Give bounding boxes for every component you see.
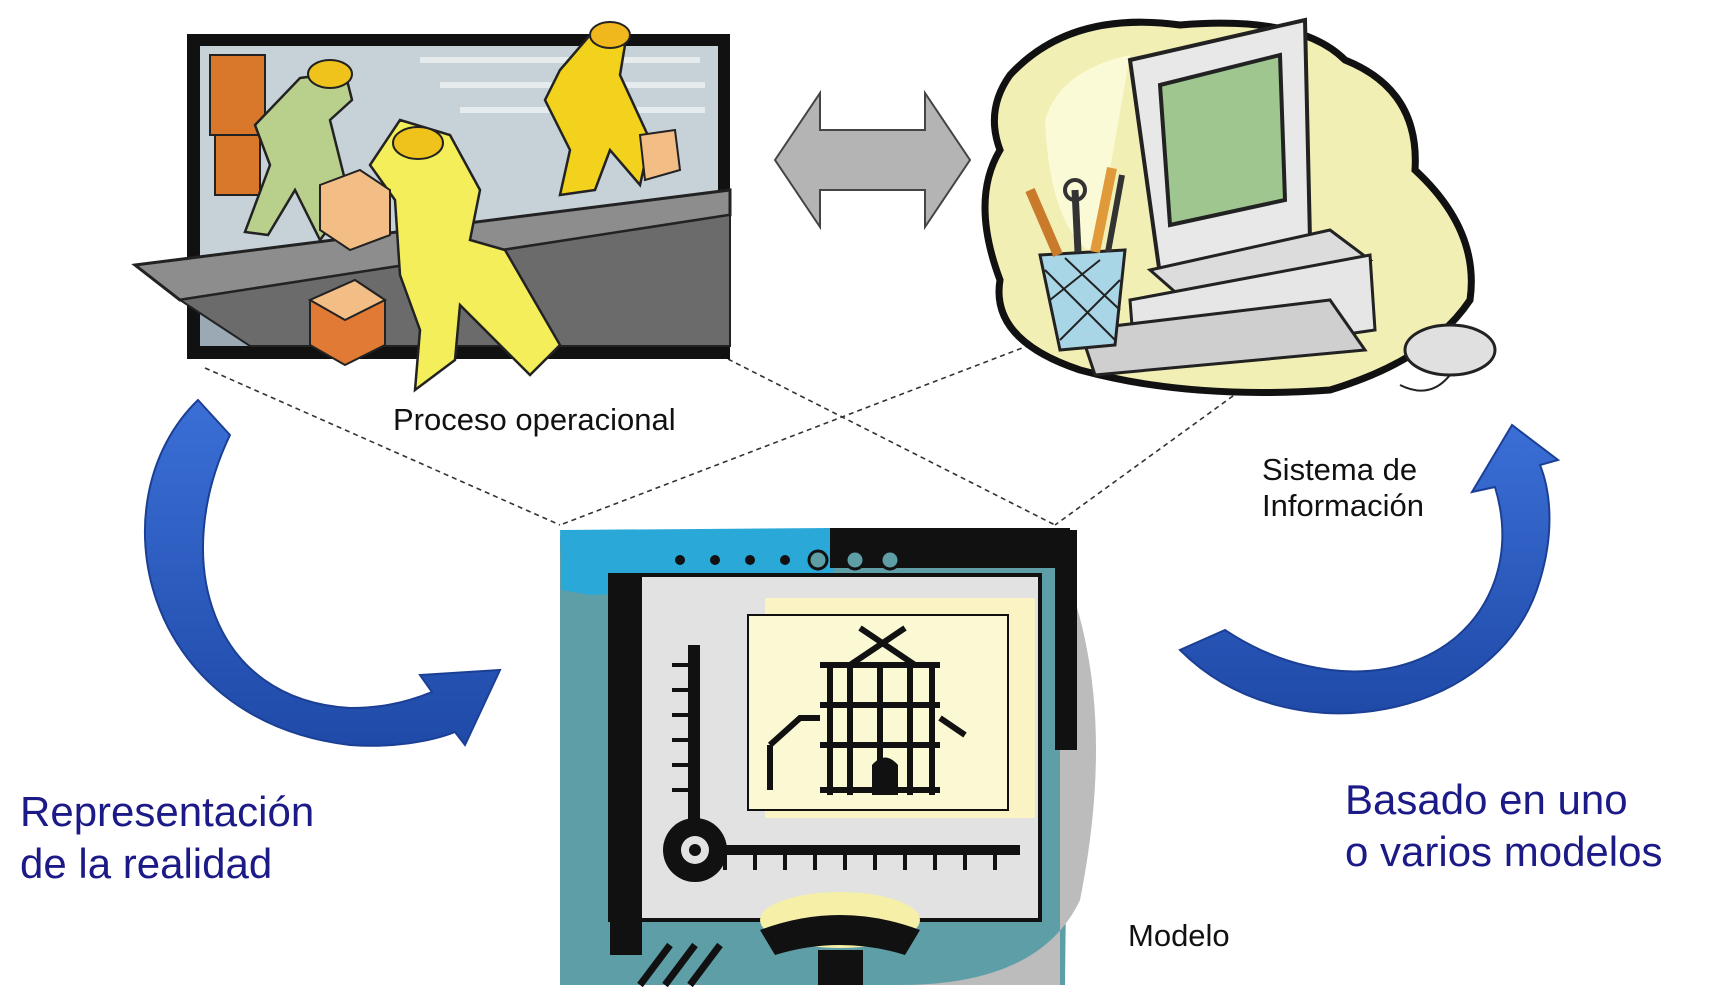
double-headed-arrow-icon (773, 89, 972, 231)
based-on-models-label: Basado en uno o varios modelos (1345, 776, 1663, 875)
process-label: Proceso operacional (393, 402, 676, 437)
dashed-connectors (204, 344, 1256, 526)
left-curved-arrow-icon (144, 398, 502, 747)
right-curved-arrow-icon (1178, 423, 1561, 715)
model-label: Modelo (1128, 918, 1230, 953)
workers-conveyor-icon (131, 21, 732, 393)
desktop-computer-icon (981, 17, 1497, 396)
information-system-label: Sistema de Información (1262, 452, 1424, 523)
representation-label: Representación de la realidad (20, 788, 315, 887)
drafting-board-blueprint-icon (560, 528, 1096, 988)
